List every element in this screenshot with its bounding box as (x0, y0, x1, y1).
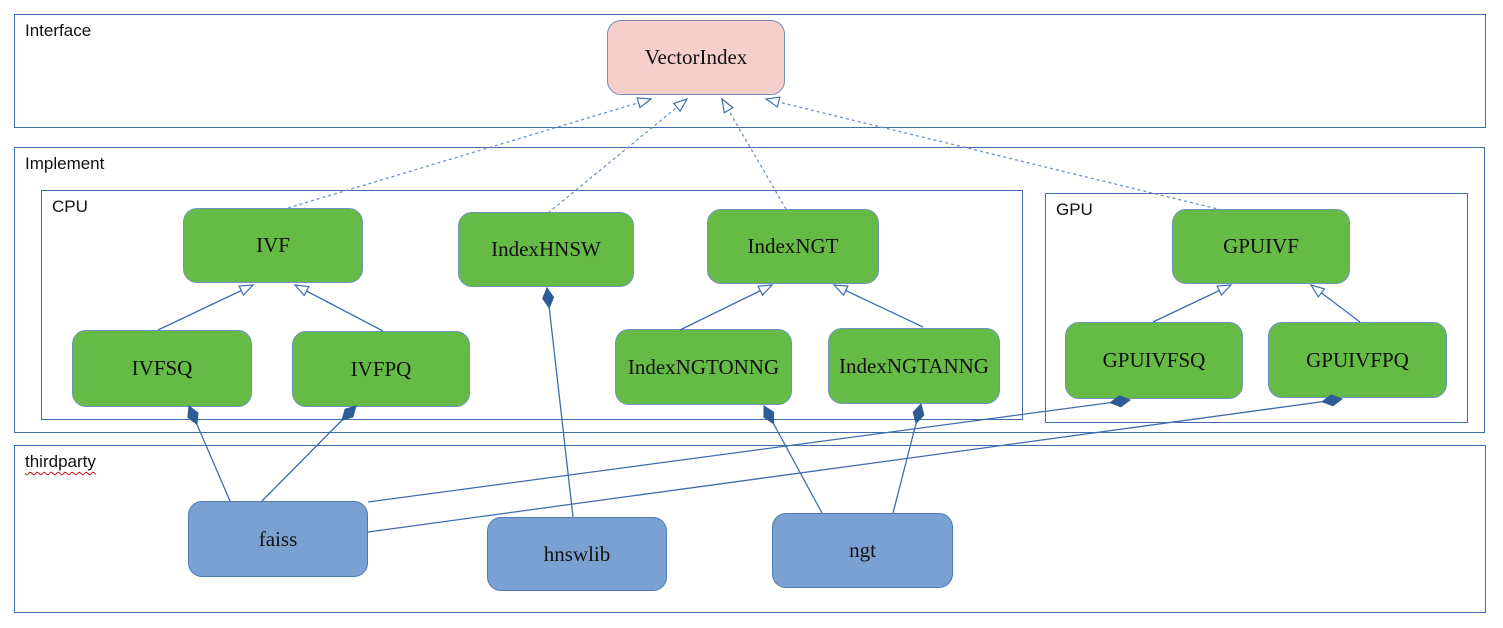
node-gpuivfsq[interactable]: GPUIVFSQ (1065, 322, 1243, 399)
container-gpu-label: GPU (1056, 200, 1093, 219)
node-ngt[interactable]: ngt (772, 513, 953, 588)
node-indexngt[interactable]: IndexNGT (707, 209, 879, 284)
node-gpuivf[interactable]: GPUIVF (1172, 209, 1350, 284)
container-interface-label: Interface (25, 21, 92, 40)
node-vectorindex[interactable]: VectorIndex (607, 20, 785, 95)
node-gpuivfpq[interactable]: GPUIVFPQ (1268, 322, 1447, 398)
node-indexhnsw[interactable]: IndexHNSW (458, 212, 634, 287)
node-ivfpq[interactable]: IVFPQ (292, 331, 470, 407)
node-faiss[interactable]: faiss (188, 501, 368, 577)
container-cpu-label: CPU (52, 197, 88, 216)
container-implement-label: Implement (25, 154, 105, 173)
node-hnswlib[interactable]: hnswlib (487, 517, 667, 591)
node-indexngtonng[interactable]: IndexNGTONNG (615, 329, 792, 405)
node-ivfsq[interactable]: IVFSQ (72, 330, 252, 407)
container-thirdparty-label: thirdparty (25, 452, 96, 471)
node-ivf[interactable]: IVF (183, 208, 363, 283)
node-indexngtanng[interactable]: IndexNGTANNG (828, 328, 1000, 404)
